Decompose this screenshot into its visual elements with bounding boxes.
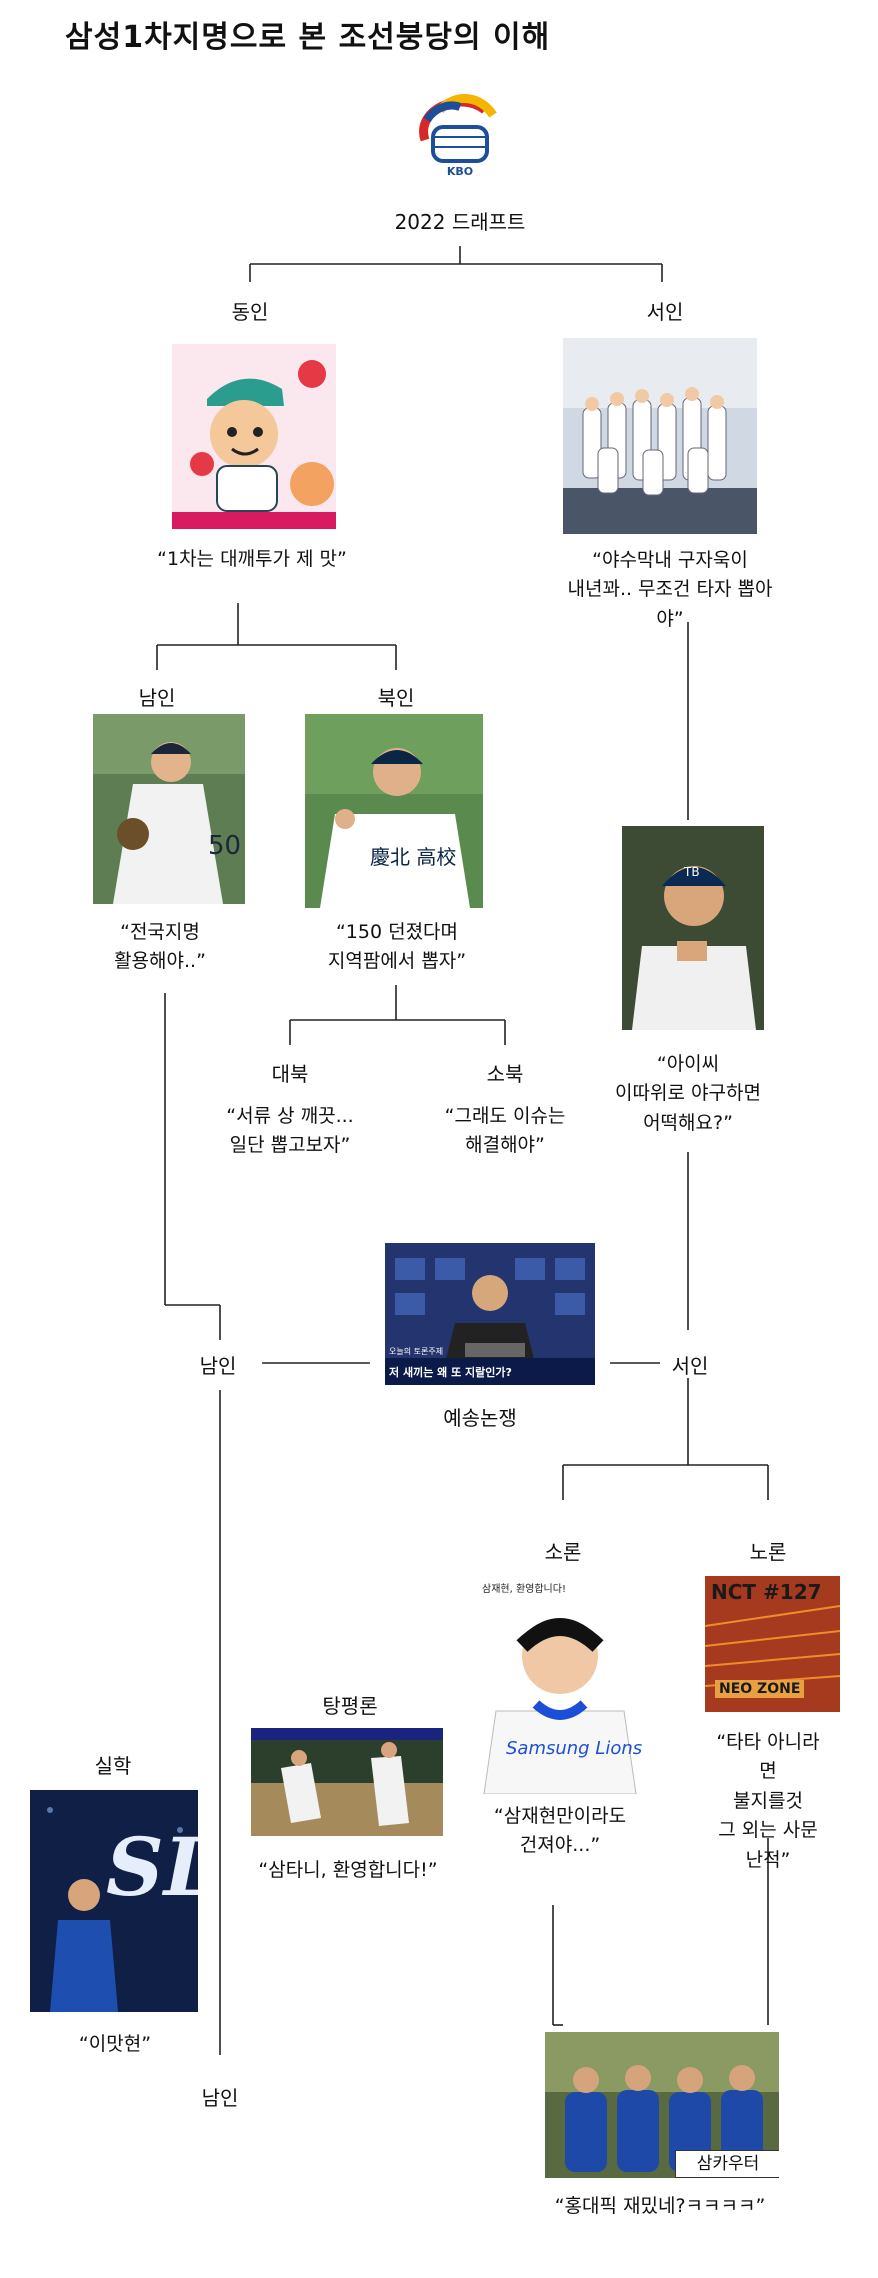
bukin-quote: “150 던졌다며 지역팜에서 뽑자” — [327, 921, 467, 973]
bukin-label: 북인 — [377, 686, 415, 710]
yesong-caption: 저 새끼는 왜 또 지랄인가? — [389, 1366, 512, 1379]
namin-label: 남인 — [138, 686, 176, 710]
silhak-label: 실학 — [94, 1754, 132, 1778]
dongin-cartoon-image — [172, 344, 336, 529]
bukin-pitcher-photo: 慶北 高校 — [305, 714, 483, 908]
yesong-left-label: 남인 — [199, 1354, 237, 1378]
noron-quote: “타타 아니라면 불지를것 그 외는 사문난적” — [716, 1731, 820, 1871]
dongin-quote: “1차는 대깨투가 제 맛” — [157, 548, 347, 570]
kbo-logo-text: KBO — [447, 165, 473, 178]
namin-bottom-label: 남인 — [201, 2086, 239, 2110]
yesong-caption-top: 오늘의 토론주제 — [389, 1347, 444, 1356]
seoin-quote: “야수막내 구자욱이 내년꽈.. 무조건 타자 뽑아야” — [567, 549, 773, 630]
silhak-person-image: SL — [30, 1790, 198, 2012]
seoin-player-photo: TB — [622, 826, 764, 1030]
yesong-label: 예송논쟁 — [443, 1406, 517, 1430]
page-title: 삼성1차지명으로 본 조선붕당의 이해 — [65, 20, 551, 55]
noron-img-text-bottom: NEO ZONE — [715, 1680, 805, 1698]
soron-img-text-shirt: Samsung Lions — [506, 1738, 643, 1759]
yesong-right-label: 서인 — [671, 1354, 709, 1378]
noron-img-text-top: NCT #127 — [711, 1580, 822, 1604]
svg-text:50: 50 — [208, 831, 241, 861]
seoin-team-photo — [563, 338, 757, 534]
samcounter-label: 삼카우터 — [675, 2150, 779, 2178]
silhak-img-text: SL — [106, 1820, 198, 1914]
soron-quote: “삼재현만이라도 건져야...” — [493, 1805, 627, 1857]
namin-pitcher-photo: 50 — [93, 714, 245, 904]
dongin-label: 동인 — [231, 300, 269, 324]
tangpyeong-players-image — [251, 1728, 443, 1836]
yesong-debate-image: 오늘의 토론주제 저 새끼는 왜 또 지랄인가? — [385, 1243, 595, 1385]
noron-album-image: NCT #127 NEO ZONE — [705, 1576, 840, 1712]
soron-label: 소론 — [544, 1540, 582, 1564]
kbo-logo: KBO — [405, 85, 505, 185]
sobuk-quote: “그래도 이슈는 해결해야” — [444, 1105, 566, 1157]
svg-text:慶北 高校: 慶北 高校 — [370, 845, 456, 869]
seoin-right-quote: “아이씨 이따위로 야구하면 어떡해요?” — [615, 1053, 761, 1134]
seoin-label: 서인 — [646, 300, 684, 324]
svg-text:TB: TB — [683, 865, 700, 879]
root-label: 2022 드래프트 — [394, 210, 526, 234]
soron-img-text-top: 삼재현, 환영합니다! — [482, 1584, 566, 1595]
sobuk-label: 소북 — [486, 1062, 524, 1086]
samcounter-group-image: 삼카우터 — [545, 2032, 779, 2178]
daebuk-label: 대북 — [271, 1062, 309, 1086]
tangpyeong-quote: “삼타니, 환영합니다!” — [258, 1859, 438, 1881]
soron-player-image: 삼재현, 환영합니다! Samsung Lions — [476, 1576, 644, 1794]
silhak-quote: “이맛현” — [78, 2033, 152, 2055]
tangpyeong-label: 탕평론 — [322, 1694, 378, 1718]
namin-quote: “전국지명 활용해야..” — [114, 921, 206, 973]
samcounter-quote: “홍대픽 재밌네?ㅋㅋㅋㅋ” — [554, 2195, 766, 2217]
daebuk-quote: “서류 상 깨끗... 일단 뽑고보자” — [226, 1105, 354, 1157]
noron-label: 노론 — [749, 1540, 787, 1564]
